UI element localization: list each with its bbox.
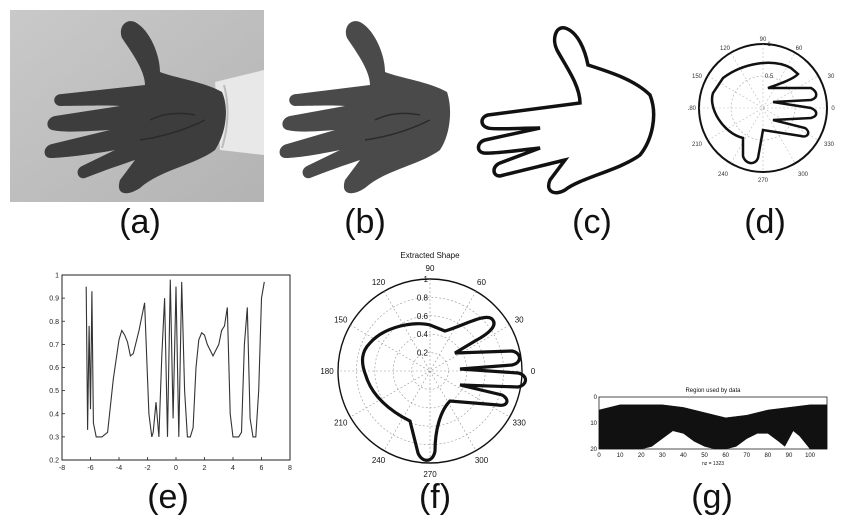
y-tick-label: 0.2	[49, 458, 59, 465]
x-tick-label: 2	[203, 465, 207, 472]
x-tick-label: 4	[231, 465, 235, 472]
y-tick-label: 0.3	[49, 434, 59, 441]
photo-original-hand	[10, 10, 264, 202]
angle-label: 150	[334, 316, 348, 325]
y-tick-label: 0.5	[49, 388, 59, 395]
x-tick-label: 0	[597, 453, 601, 459]
radial-label: 0.4	[417, 330, 429, 339]
caption-a: (a)	[80, 203, 200, 242]
x-tick-label: 100	[805, 453, 816, 459]
hand-contour	[470, 20, 660, 195]
angle-label: 120	[720, 46, 731, 52]
region-used-heatmap: Region used by data 0 10 20 30 40 50 60 70 80 90 10…	[585, 383, 835, 473]
radial-label: 0.6	[417, 312, 429, 321]
caption-c: (c)	[532, 203, 652, 242]
angle-label: 300	[475, 456, 489, 465]
angle-label: 90	[426, 264, 435, 273]
angle-label: 30	[515, 316, 524, 325]
y-tick-label: 1	[55, 273, 59, 280]
x-tick-label: 70	[743, 453, 750, 459]
caption-b: (b)	[305, 203, 425, 242]
x-tick-label: 90	[786, 453, 793, 459]
x-axis-label: nz = 1323	[702, 461, 724, 467]
y-tick-label: 0.4	[49, 411, 59, 418]
radial-label: 0.5	[765, 74, 774, 80]
angle-label: 270	[758, 178, 769, 184]
y-tick-label: 20	[590, 447, 597, 453]
x-tick-label: -4	[116, 465, 122, 472]
angle-label: 180	[688, 106, 697, 112]
x-tick-label: 8	[288, 465, 292, 472]
x-tick-label: 40	[680, 453, 687, 459]
angle-label: 60	[796, 46, 803, 52]
angle-label: 300	[798, 172, 809, 178]
signature-line-chart: -8 -6 -4 -2 0 2 4 6 8 0.2 0.3 0.4 0.5 0.6 0.7 0.8 0.9 1	[40, 265, 300, 475]
angle-label: 60	[477, 278, 486, 287]
angle-label: 210	[334, 419, 348, 428]
x-tick-label: 30	[659, 453, 666, 459]
radial-label: 0.2	[417, 349, 429, 358]
angle-label: 0	[531, 367, 536, 376]
angle-label: 240	[718, 172, 729, 178]
caption-d: (d)	[705, 203, 825, 242]
radial-label: 1	[424, 275, 429, 284]
x-tick-label: -8	[59, 465, 65, 472]
angle-label: 120	[372, 278, 386, 287]
angle-label: 150	[692, 74, 703, 80]
y-tick-label: 0	[594, 395, 598, 401]
angle-label: 210	[692, 142, 703, 148]
chart-title: Extracted Shape	[400, 251, 460, 260]
radial-label: 0.8	[417, 293, 429, 302]
angle-label: 330	[824, 142, 835, 148]
y-tick-label: 0.9	[49, 296, 59, 303]
y-tick-label: 0.6	[49, 365, 59, 372]
polar-contour-plot-small: 90 60 30 0 330 300 270 240 210 180 150 1…	[688, 18, 838, 198]
y-tick-label: 10	[590, 421, 597, 427]
x-tick-label: 20	[638, 453, 645, 459]
photo-segmented-hand	[275, 10, 455, 202]
angle-label: 180	[320, 367, 334, 376]
angle-label: 90	[760, 37, 767, 43]
x-tick-label: 0	[174, 465, 178, 472]
chart-title: Region used by data	[685, 388, 741, 394]
x-tick-label: 10	[617, 453, 624, 459]
y-tick-label: 0.7	[49, 342, 59, 349]
caption-e: (e)	[108, 478, 228, 517]
angle-label: 240	[372, 456, 386, 465]
angle-label: 330	[513, 419, 527, 428]
x-tick-label: 50	[701, 453, 708, 459]
y-tick-label: 0.8	[49, 319, 59, 326]
x-tick-label: -2	[144, 465, 150, 472]
angle-label: 0	[831, 106, 835, 112]
angle-label: 30	[828, 74, 835, 80]
x-tick-label: -6	[87, 465, 93, 472]
x-tick-label: 6	[260, 465, 264, 472]
caption-g: (g)	[652, 478, 772, 517]
caption-f: (f)	[375, 478, 495, 517]
x-tick-label: 60	[722, 453, 729, 459]
x-tick-label: 80	[765, 453, 772, 459]
